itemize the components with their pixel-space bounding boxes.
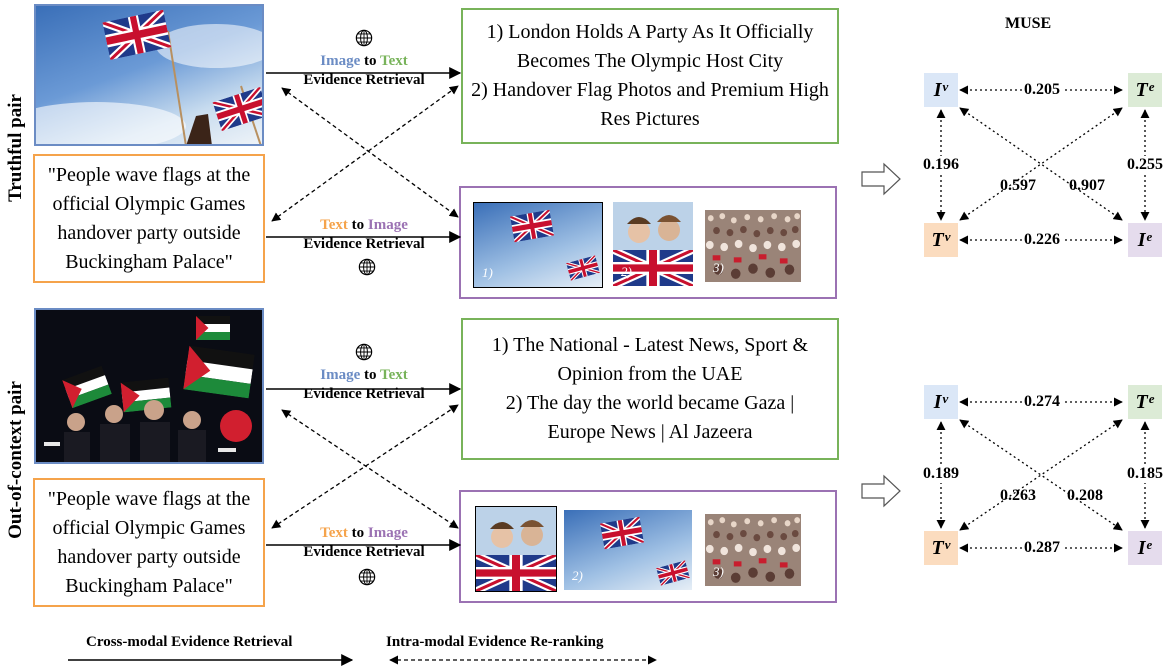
score-tv-te: 0.597 — [1000, 177, 1036, 194]
uk-flags-photo — [36, 6, 262, 144]
text-to-image-label: Text to Image Evidence Retrieval — [303, 525, 425, 560]
score-te-ie: 0.255 — [1125, 156, 1165, 174]
score-tv-ie: 0.287 — [1022, 539, 1062, 557]
retrieved-image-1: 1) — [473, 202, 603, 288]
retrieved-image-evidence: 2) 3) — [459, 490, 837, 603]
retrieved-text-2: 2) The day the world became Gaza | Europ… — [505, 392, 795, 443]
score-tv-te: 0.263 — [1000, 487, 1036, 504]
text-to-image-label: Text to Image Evidence Retrieval — [303, 217, 425, 252]
retrieved-image-1 — [475, 506, 557, 592]
thumb-label: 1) — [482, 265, 493, 280]
rerank-arrow — [271, 85, 459, 222]
retrieved-image-evidence: 1) 2) 3) — [459, 186, 837, 299]
score-tv-ie: 0.226 — [1022, 231, 1062, 249]
image-to-text-label: Image to Text Evidence Retrieval — [303, 53, 425, 88]
muse-title: MUSE — [1005, 15, 1052, 32]
score-iv-tv: 0.189 — [921, 465, 961, 483]
retrieved-image-3: 3) — [705, 514, 801, 586]
query-image-uk-flags — [34, 4, 264, 146]
score-te-ie: 0.185 — [1125, 465, 1165, 483]
rerank-arrow — [271, 404, 459, 529]
retrieved-text-1: 1) London Holds A Party As It Officially… — [486, 21, 814, 72]
query-image-palestinian-flags — [34, 308, 264, 464]
thumb-label: 2) — [572, 568, 583, 583]
palestinian-flags-photo — [36, 310, 262, 462]
retrieved-text-2: 2) Handover Flag Photos and Premium High… — [471, 79, 829, 130]
score-iv-ie: 0.907 — [1069, 177, 1105, 194]
retrieved-text-evidence: 1) London Holds A Party As It Officially… — [461, 8, 839, 144]
query-caption: "People wave flags at the official Olymp… — [33, 154, 265, 283]
retrieved-image-3: 3) — [705, 210, 801, 282]
thumb-label: 3) — [713, 260, 724, 275]
score-iv-tv: 0.196 — [921, 156, 961, 174]
query-caption: "People wave flags at the official Olymp… — [33, 478, 265, 607]
image-to-text-label: Image to Text Evidence Retrieval — [303, 367, 425, 402]
score-iv-te: 0.205 — [1022, 81, 1062, 99]
score-iv-te: 0.274 — [1022, 393, 1062, 411]
legend-intra-modal: Intra-modal Evidence Re-ranking — [386, 634, 604, 650]
retrieved-text-evidence: 1) The National - Latest News, Sport & O… — [461, 318, 839, 460]
thumb-label: 2) — [621, 264, 632, 279]
retrieved-image-2: 2) — [564, 510, 692, 590]
hollow-arrow — [861, 162, 901, 196]
score-iv-ie: 0.208 — [1067, 487, 1103, 504]
retrieved-image-2: 2) — [613, 202, 693, 286]
legend-cross-modal: Cross-modal Evidence Retrieval — [86, 634, 293, 650]
thumb-label: 3) — [713, 564, 724, 579]
retrieved-text-1: 1) The National - Latest News, Sport & O… — [491, 334, 809, 385]
hollow-arrow — [861, 474, 901, 508]
